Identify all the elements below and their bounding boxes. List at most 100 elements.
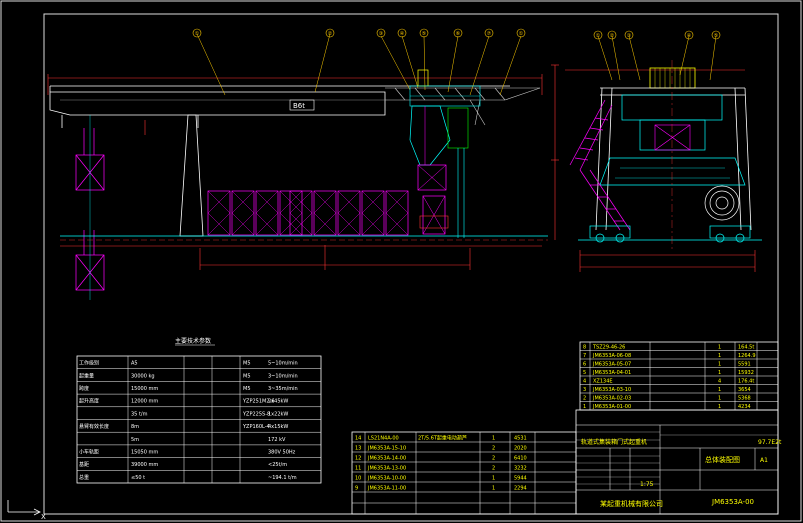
ucs-axis-label: X xyxy=(41,513,46,521)
balloon-label: ② xyxy=(610,33,615,39)
bom-qty: 2 xyxy=(492,466,495,472)
param-value: 39000 mm xyxy=(131,462,158,468)
param-spec: ~194.1 t/m xyxy=(268,475,297,481)
bom-item-no: 6 xyxy=(583,361,586,367)
param-motor: M5 xyxy=(243,361,251,367)
balloon-label: ① xyxy=(596,33,601,39)
balloon-label: ① xyxy=(195,31,200,37)
bom-mass: 1264.9 xyxy=(738,353,756,359)
bom-item-no: 4 xyxy=(583,378,586,384)
bom-qty: 1 xyxy=(718,344,721,350)
bom-mass: 2294 xyxy=(514,486,527,492)
param-motor: M5 xyxy=(243,373,251,379)
param-spec: 2x45kW xyxy=(268,399,288,405)
bom-qty: 1 xyxy=(718,395,721,401)
balloon-callout xyxy=(684,30,694,40)
balloon-callout xyxy=(325,28,335,38)
param-table-title: 主要技术参数 xyxy=(175,337,211,345)
bom-mass: 5368 xyxy=(738,395,751,401)
balloon-label: ③ xyxy=(627,33,631,39)
bom-mass: 2020 xyxy=(514,446,527,452)
balloon-callout xyxy=(593,30,603,40)
bom-item-no: 8 xyxy=(583,344,586,350)
param-value: ≤50 t xyxy=(131,475,145,481)
bom-code: XZ134E xyxy=(593,378,613,384)
bom-qty: 1 xyxy=(492,486,495,492)
balloon-callout xyxy=(607,30,617,40)
param-label: 总重 xyxy=(79,474,89,481)
bom-code: JM6353A-01-00 xyxy=(592,404,631,410)
balloon-label: ③ xyxy=(379,31,383,37)
title-block: 轨道式集装箱门式起重机 总体装配图 A1 1:75 97.7E2t 某起重机械有… xyxy=(575,409,782,515)
trolley-assembly xyxy=(409,69,481,238)
param-value: 8m xyxy=(131,424,139,430)
bom-qty: 1 xyxy=(718,361,721,367)
bom-code: JM6353A-15-10 xyxy=(367,446,406,452)
bom-item-no: 12 xyxy=(355,456,361,462)
bom-qty: 1 xyxy=(492,436,495,442)
balloon-label: ⑤ xyxy=(422,31,426,37)
param-spec: 3~10m/min xyxy=(268,373,298,379)
bom-qty: 1 xyxy=(718,370,721,376)
bom-mass: 176.4t xyxy=(738,378,754,384)
bom-item-no: 10 xyxy=(355,476,361,482)
bom-qty: 1 xyxy=(718,387,721,393)
title-scale: 1:75 xyxy=(640,481,654,488)
bom-mass: 164.5t xyxy=(738,344,754,350)
param-label: 工作级别 xyxy=(79,360,99,367)
bom-mass: 6410 xyxy=(514,456,527,462)
bom-code: JM6353A-14-00 xyxy=(367,456,406,462)
param-spec: <25t/m xyxy=(268,462,287,468)
bom-code: TSZ29-46-26 xyxy=(592,344,625,350)
bom-qty: 1 xyxy=(718,353,721,359)
bom-mass: 5944 xyxy=(514,476,527,482)
param-spec: 4x15kW xyxy=(268,424,288,430)
param-motor: YZP251M2-6 xyxy=(242,399,275,405)
bom-item-no: 3 xyxy=(583,387,586,393)
balloon-callout xyxy=(419,28,429,38)
param-label: 基距 xyxy=(79,461,89,468)
title-weight: 97.7E2t xyxy=(758,439,782,446)
param-value: 15000 mm xyxy=(131,386,158,392)
bom-code: JM6353A-02-03 xyxy=(592,395,631,401)
bom-code: JM6353A-04-01 xyxy=(592,370,631,376)
bom-qty: 1 xyxy=(492,476,495,482)
param-value: 5m xyxy=(131,437,139,443)
bom-code: JM6353A-06-08 xyxy=(592,353,631,359)
bom-mass: 4531 xyxy=(514,436,527,442)
bom-item-no: 11 xyxy=(355,466,361,472)
param-value: 15050 mm xyxy=(131,450,158,456)
bom-item-no: 13 xyxy=(355,446,361,452)
title-sheet-size: A1 xyxy=(760,457,768,464)
bom-code: JM6353A-13-00 xyxy=(367,466,406,472)
param-spec: 380V 50Hz xyxy=(268,450,296,456)
balloon-callout xyxy=(624,30,634,40)
bom-item-no: 2 xyxy=(583,395,586,401)
bom-mass: 4234 xyxy=(738,404,751,410)
bom-name: 2T/5.6T起重电动葫芦 xyxy=(418,435,467,442)
param-value: A5 xyxy=(131,361,138,367)
cable-drum xyxy=(704,185,740,221)
param-spec: 3~35m/min xyxy=(268,386,298,392)
balloon-label: ④ xyxy=(400,31,405,37)
gantry-tag: B6t xyxy=(293,102,305,110)
param-motor: YZP160L-4 xyxy=(242,424,270,430)
title-project: 轨道式集装箱门式起重机 xyxy=(581,438,647,446)
bom-item-no: 5 xyxy=(583,370,586,376)
title-company: 某起重机械有限公司 xyxy=(600,499,663,508)
balloon-callout xyxy=(192,28,202,38)
ucs-axis-icon xyxy=(7,500,41,516)
balloon-label: ② xyxy=(328,31,333,37)
balloon-label: ⑤ xyxy=(714,33,718,39)
bom-item-no: 9 xyxy=(355,486,358,492)
param-label: 悬臂有效长度 xyxy=(79,423,109,430)
bom-code: LS21N4A-00 xyxy=(368,436,399,442)
bom-qty: 1 xyxy=(718,404,721,410)
balloon-callout xyxy=(453,28,463,38)
